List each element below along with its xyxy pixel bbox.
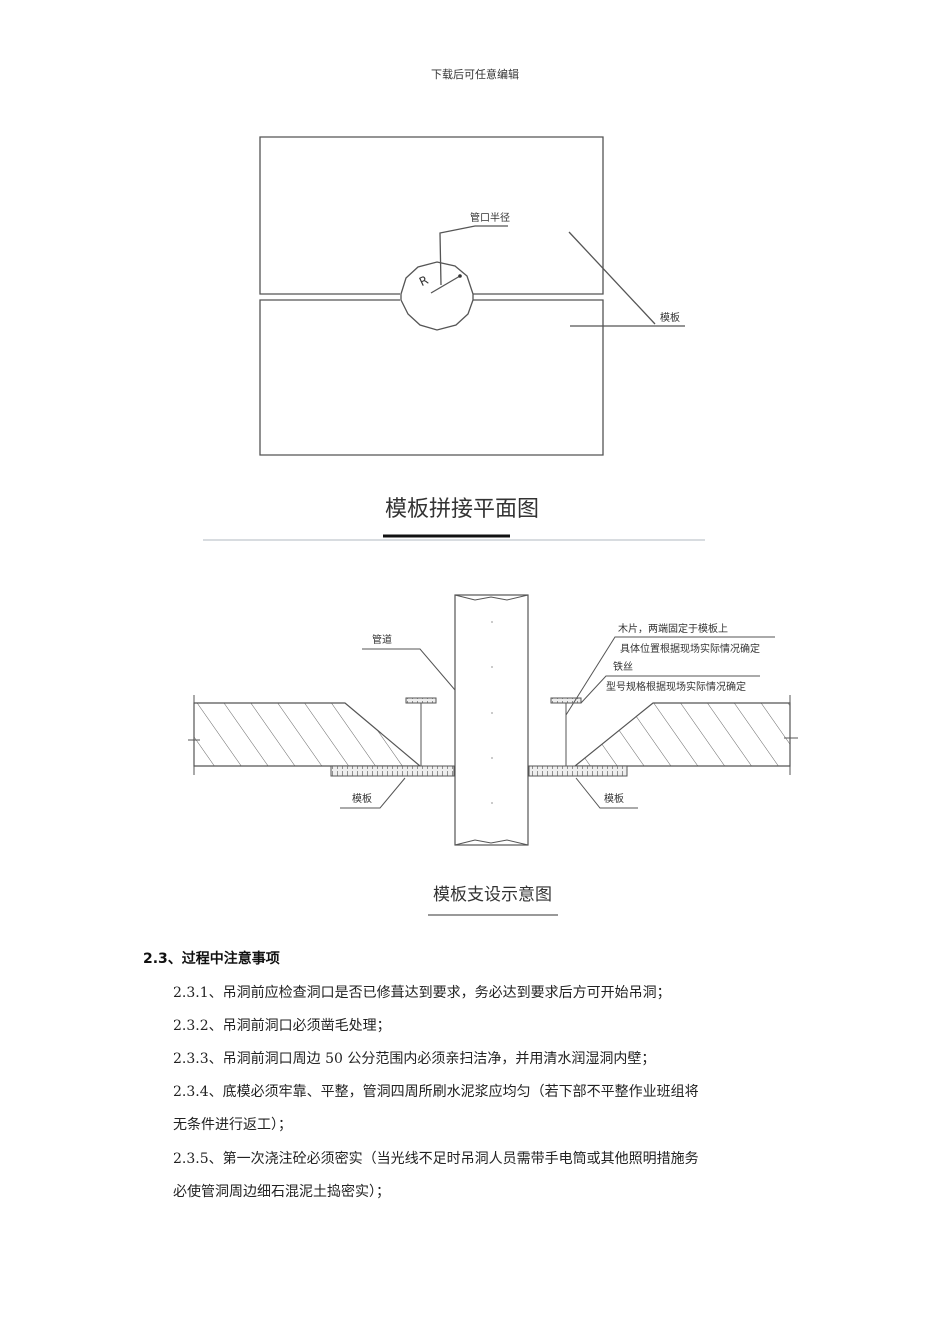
label-iron-wire-note: 型号规格根据现场实际情况确定 bbox=[606, 680, 746, 693]
radius-symbol: R bbox=[417, 273, 430, 289]
label-formwork-left: 模板 bbox=[352, 792, 372, 805]
item-text: 2.3.5、第一次浇注砼必须密实（当光线不足时吊洞人员需带手电筒或其他照明措施务 bbox=[173, 1151, 699, 1167]
label-wood-piece-note: 具体位置根据现场实际情况确定 bbox=[620, 642, 760, 655]
label-wood-piece: 木片，两端固定于模板上 bbox=[618, 622, 728, 635]
figure2-title: 模板支设示意图 bbox=[433, 885, 552, 905]
figure-formwork-support: 管道 木片，两端固定于模板上 具体位置根据现场实际情况确定 铁丝 型号规格根据现… bbox=[0, 560, 950, 930]
figure1-title: 模板拼接平面图 bbox=[385, 497, 539, 522]
item-text: 2.3.4、底模必须牢靠、平整，管洞四周所刷水泥浆应均匀（若下部不平整作业班组将 bbox=[173, 1084, 699, 1100]
list-item: 2.3.1、吊洞前应检查洞口是否已修葺达到要求，务必达到要求后方可开始吊洞； bbox=[173, 977, 818, 1010]
item-text-continued: 必使管洞周边细石混泥土捣密实）； bbox=[173, 1184, 390, 1200]
section-heading: 2.3、过程中注意事项 bbox=[143, 951, 280, 967]
list-item: 2.3.2、吊洞前洞口必须凿毛处理； bbox=[173, 1010, 818, 1043]
label-iron-wire: 铁丝 bbox=[613, 660, 633, 673]
list-item: 2.3.4、底模必须牢靠、平整，管洞四周所刷水泥浆应均匀（若下部不平整作业班组将… bbox=[173, 1076, 818, 1142]
item-text-continued: 无条件进行返工）； bbox=[173, 1117, 292, 1133]
list-item: 2.3.5、第一次浇注砼必须密实（当光线不足时吊洞人员需带手电筒或其他照明措施务… bbox=[173, 1143, 818, 1209]
figure-formwork-splice-plan: R 管口半径 模板 模板拼接平面图 bbox=[0, 0, 950, 560]
label-formwork: 模板 bbox=[660, 311, 680, 324]
label-pipe-radius: 管口半径 bbox=[470, 211, 510, 224]
page-header: 下载后可任意编辑 bbox=[431, 68, 519, 81]
item-text: 2.3.1、吊洞前应检查洞口是否已修葺达到要求，务必达到要求后方可开始吊洞； bbox=[173, 985, 671, 1001]
list-item: 2.3.3、吊洞前洞口周边 50 公分范围内必须亲扫洁净，并用清水润湿洞内壁； bbox=[173, 1043, 818, 1076]
item-text: 2.3.2、吊洞前洞口必须凿毛处理； bbox=[173, 1018, 391, 1034]
item-text: 2.3.3、吊洞前洞口周边 50 公分范围内必须亲扫洁净，并用清水润湿洞内壁； bbox=[173, 1051, 656, 1067]
label-formwork-right: 模板 bbox=[604, 792, 624, 805]
label-pipe: 管道 bbox=[372, 633, 392, 646]
